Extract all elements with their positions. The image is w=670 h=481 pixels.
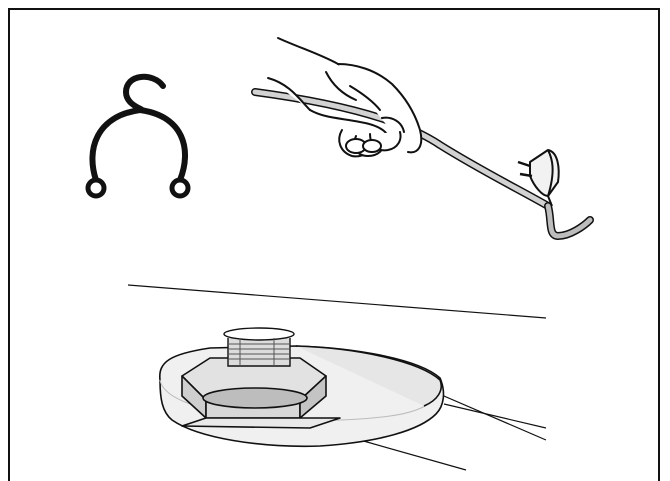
surface-edge-line [127,284,547,319]
power-cable-icon [251,88,594,241]
cable-hook-end-circles [85,177,191,199]
power-plug-icon [517,149,560,207]
hand-icon [267,37,423,158]
threaded-bolt-icon [223,327,295,367]
wrench-handle [359,389,547,471]
hex-nut-icon [181,357,341,429]
cable-hook-icon [89,74,189,183]
